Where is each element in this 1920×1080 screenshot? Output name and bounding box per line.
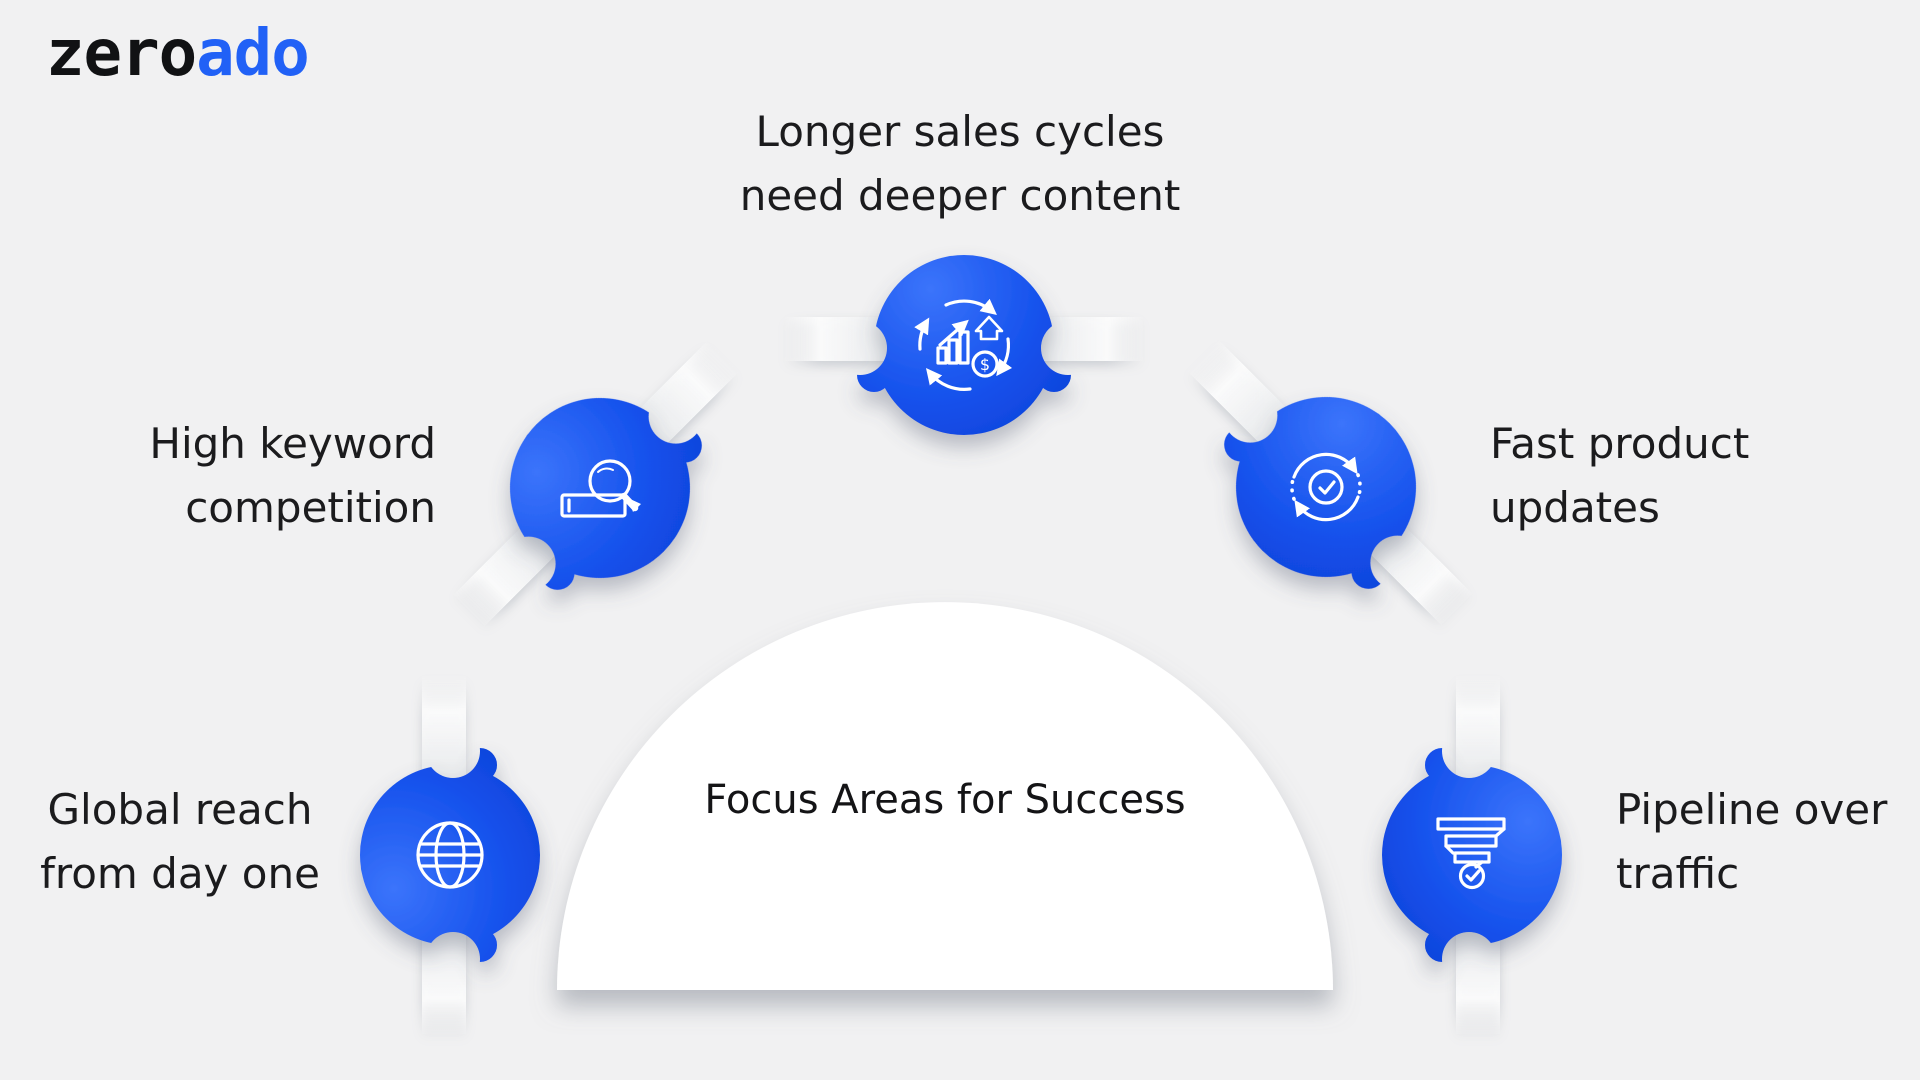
label-sales-cycles: Longer sales cycles need deeper content [740,100,1181,228]
node-pipeline [1332,715,1612,995]
sync-update-icon [1290,452,1362,522]
label-global-reach-line1: Global reach [47,785,313,834]
label-pipeline-line2: traffic [1616,849,1740,898]
node-keyword [402,290,798,686]
node-sales-cycles [824,205,1104,485]
label-global-reach-line2: from day one [40,849,320,898]
funnel-icon [1436,817,1506,890]
label-global-reach: Global reach from day one [40,778,320,906]
label-pipeline-line1: Pipeline over [1616,785,1888,834]
globe-icon [416,821,484,889]
brand-logo-blue: ado [196,17,310,91]
brand-logo: zeroado [46,22,310,86]
dollar-glyph: $ [980,355,990,374]
label-keyword: High keyword competition [149,412,436,540]
keyword-search-icon [560,459,641,518]
label-updates-line2: updates [1490,483,1660,532]
label-pipeline: Pipeline over traffic [1616,778,1887,906]
brand-logo-black: zero [46,17,197,91]
label-sales-cycles-line2: need deeper content [739,171,1181,220]
center-dome [557,602,1333,990]
label-updates-line1: Fast product [1490,419,1750,468]
label-sales-cycles-line1: Longer sales cycles [755,107,1165,156]
label-keyword-line2: competition [185,483,436,532]
label-updates: Fast product updates [1490,412,1749,540]
label-keyword-line1: High keyword [149,419,436,468]
diagram-title: Focus Areas for Success [704,777,1186,823]
growth-cycle-icon: $ [914,298,1013,391]
node-updates [1128,289,1524,685]
